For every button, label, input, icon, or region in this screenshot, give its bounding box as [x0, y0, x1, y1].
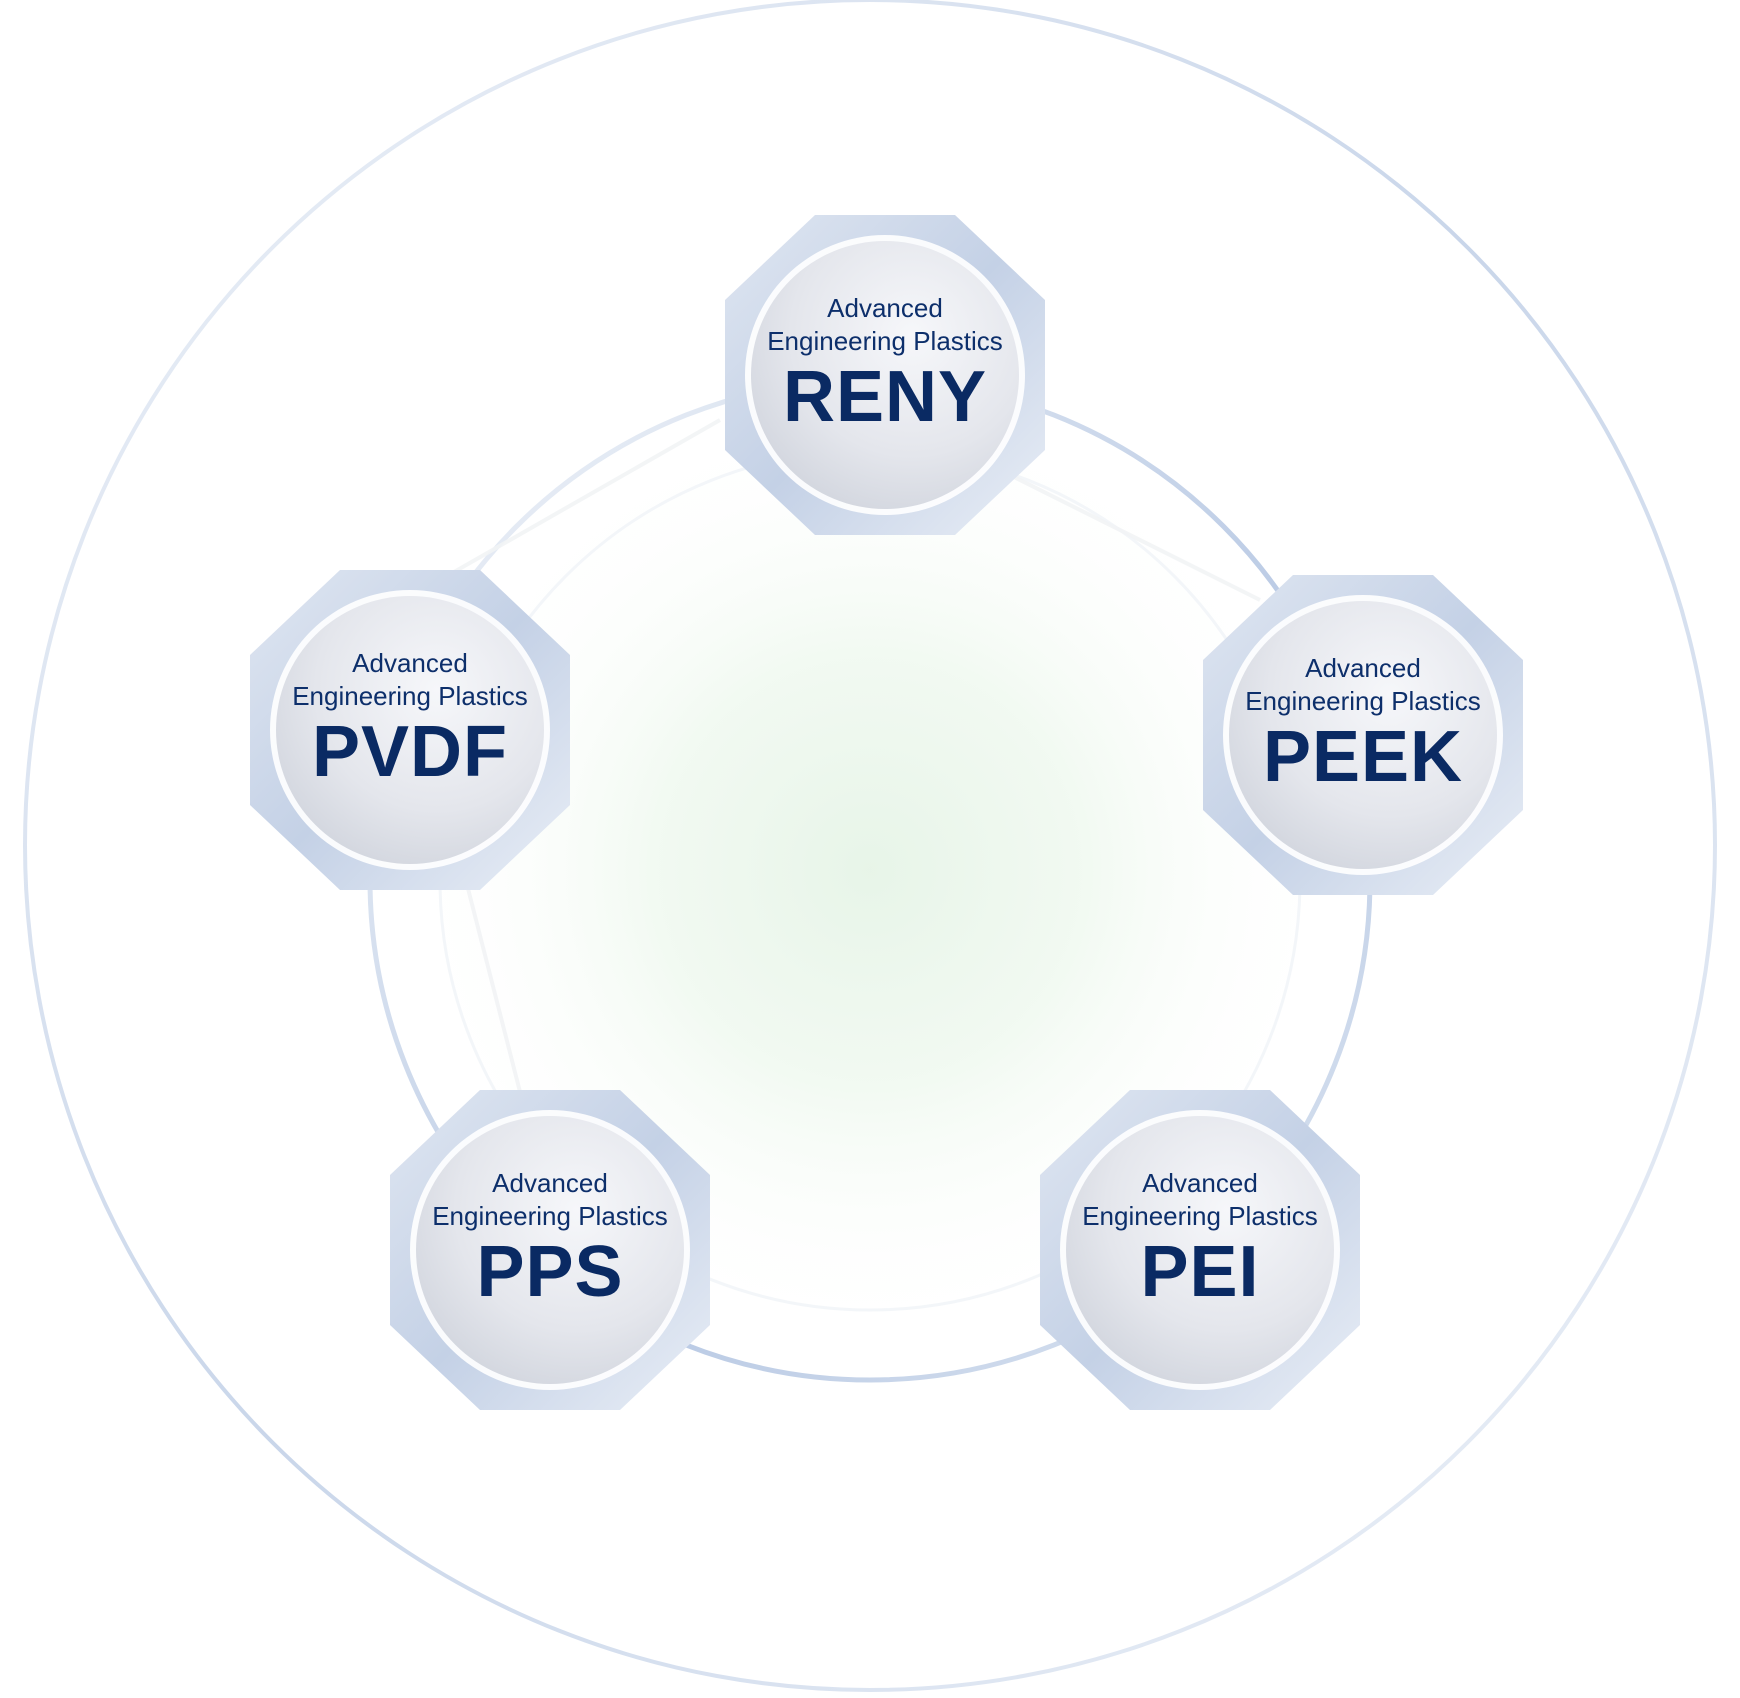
- octagon-frame-icon: [1040, 1090, 1360, 1410]
- octagon-frame-icon: [390, 1090, 710, 1410]
- light-streak: [999, 468, 1261, 602]
- node-peek[interactable]: Advanced Engineering Plastics PEEK: [1198, 570, 1528, 900]
- octagon-frame-icon: [725, 215, 1045, 535]
- node-pvdf[interactable]: Advanced Engineering Plastics PVDF: [245, 565, 575, 895]
- node-reny[interactable]: Advanced Engineering Plastics RENY: [720, 210, 1050, 540]
- octagon-frame-icon: [1203, 575, 1523, 895]
- light-streak: [439, 418, 721, 582]
- node-pps[interactable]: Advanced Engineering Plastics PPS: [385, 1085, 715, 1415]
- outer-ring: [23, 0, 1717, 1692]
- node-pei[interactable]: Advanced Engineering Plastics PEI: [1035, 1085, 1365, 1415]
- octagon-frame-icon: [250, 570, 570, 890]
